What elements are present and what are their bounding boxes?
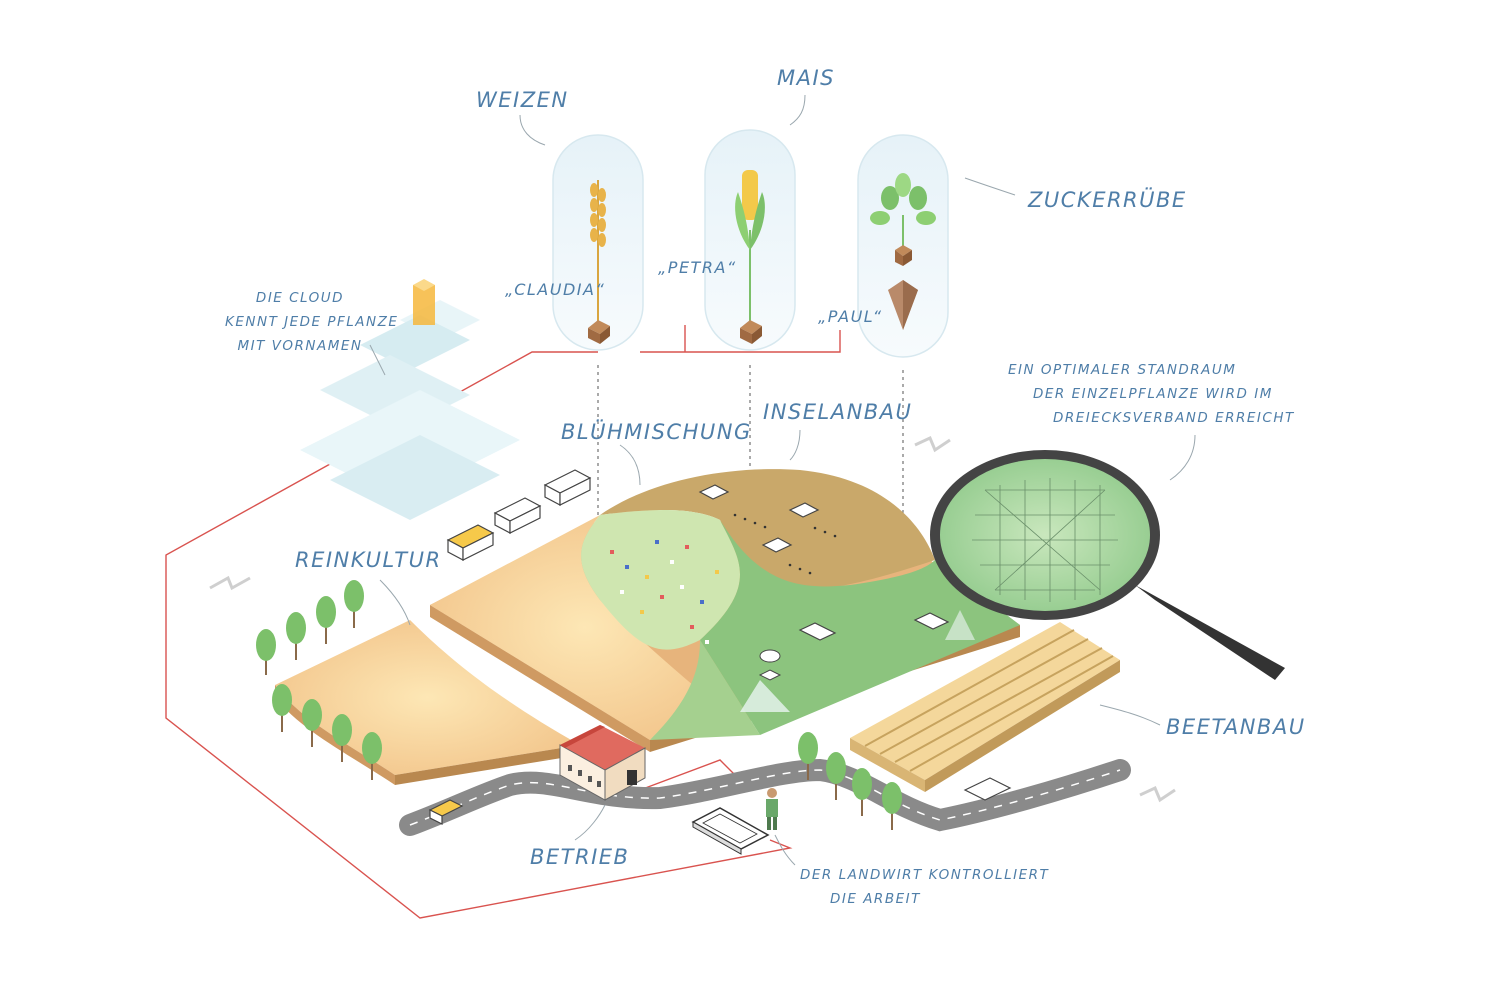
label-claudia: „CLAUDIA“	[505, 280, 605, 299]
label-zuckerruebe: ZUCKERRÜBE	[1028, 188, 1187, 212]
label-inselanbau: INSELANBAU	[763, 400, 912, 424]
tree	[256, 629, 276, 675]
label-cloud-line-2: KENNT JEDE PFLANZE	[225, 310, 375, 334]
tree	[344, 580, 364, 628]
tree	[286, 612, 306, 660]
label-betrieb: BETRIEB	[530, 845, 629, 869]
label-standraum-line-2: DER EINZELPFLANZE WIRD IM	[1033, 382, 1273, 406]
label-cloud: DIE CLOUD KENNT JEDE PFLANZE MIT VORNAME…	[225, 286, 375, 358]
tree	[302, 699, 322, 747]
label-landwirt-line-2: DIE ARBEIT	[800, 887, 1049, 911]
wheat-cylinder	[553, 135, 643, 350]
label-landwirt-line-1: DER LANDWIRT KONTROLLIERT	[800, 863, 1049, 887]
label-mais: MAIS	[777, 66, 835, 90]
label-reinkultur: REINKULTUR	[295, 548, 442, 572]
label-cloud-line-1: DIE CLOUD	[225, 286, 375, 310]
label-standraum-line-1: EIN OPTIMALER STANDRAUM	[1008, 358, 1236, 382]
label-petra: „PETRA“	[658, 258, 737, 277]
tablet-icon	[693, 808, 768, 854]
road	[410, 770, 1120, 825]
tree	[272, 684, 292, 732]
tree	[852, 768, 872, 816]
tree	[316, 596, 336, 644]
farmer-icon	[766, 788, 778, 830]
corn-cylinder	[705, 130, 795, 350]
label-bluehmischung: BLÜHMISCHUNG	[561, 420, 752, 444]
tree	[882, 782, 902, 830]
label-standraum-line-3: DREIECKSVERBAND ERREICHT	[1053, 406, 1295, 430]
label-beetanbau: BEETANBAU	[1166, 715, 1306, 739]
tree	[826, 752, 846, 800]
label-cloud-line-3: MIT VORNAMEN	[225, 334, 375, 358]
label-landwirt: DER LANDWIRT KONTROLLIERT DIE ARBEIT	[800, 863, 1049, 911]
label-paul: „PAUL“	[818, 307, 883, 326]
label-weizen: WEIZEN	[476, 88, 569, 112]
plant-cylinders	[553, 130, 948, 357]
